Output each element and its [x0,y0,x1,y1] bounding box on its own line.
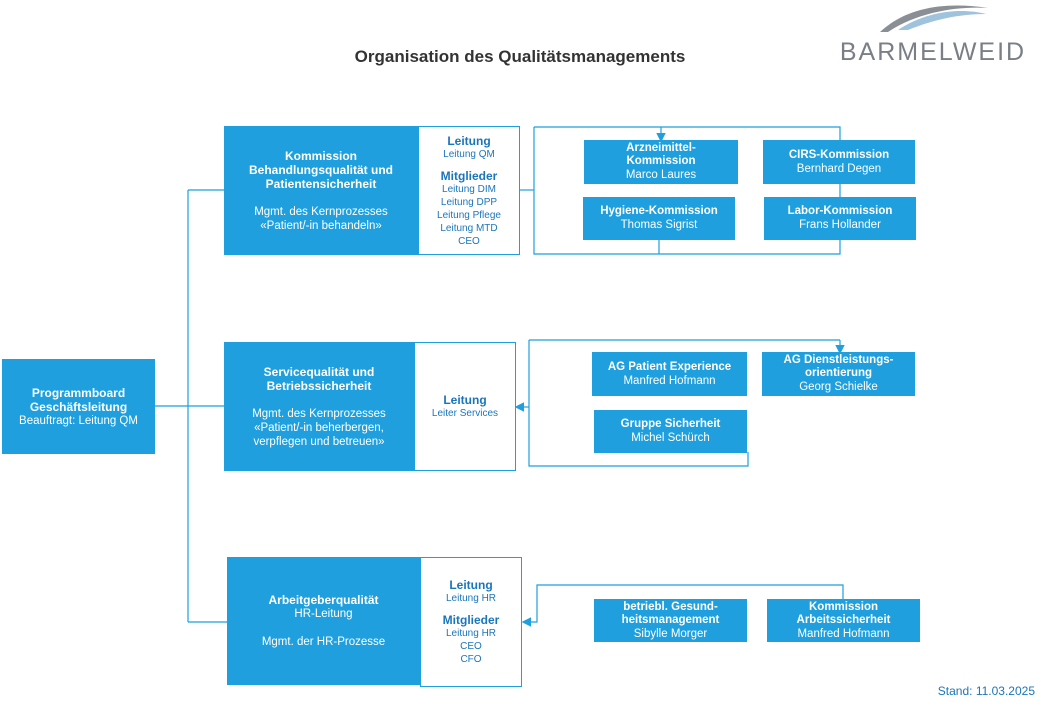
unit-person: Sibylle Morger [633,627,708,640]
kommission-leitung-heading: Leitung [447,133,491,148]
unit-title: CIRS-Kommission [788,148,890,161]
service-title-2: Betriebssicherheit [266,378,372,393]
arbeitgeber-member: Leitung HR [445,628,497,639]
unit-title: Kommission [808,600,878,613]
servicequalitaet-box: Servicequalität und Betriebssicherheit M… [224,342,414,471]
hygiene-kommission-box: Hygiene-Kommission Thomas Sigrist [583,197,735,240]
page-title: Organisation des Qualitätsmanagements [354,47,686,66]
kommission-title-2: Behandlungsqualität und [249,162,393,177]
stand-date: Stand: 11.03.2025 [937,684,1035,698]
unit-person: Thomas Sigrist [620,219,698,231]
arbeitgeber-desc: Mgmt. der HR-Prozesse [261,636,386,648]
kommission-title-1: Kommission [284,148,357,163]
unit-title: Hygiene-Kommission [600,205,718,217]
programmboard-box: Programmboard Geschäftsleitung Beauftrag… [2,359,155,454]
kommission-members-box: Leitung Leitung QM Mitglieder Leitung DI… [418,126,520,255]
arbeitgeberqualitaet-box: Arbeitgeberqualität HR-Leitung Mgmt. der… [227,557,420,685]
unit-title: orientierung [804,367,873,379]
unit-person: Bernhard Degen [796,162,882,175]
unit-person: Frans Hollander [799,219,881,231]
ag-patient-experience-box: AG Patient Experience Manfred Hofmann [592,352,747,396]
unit-title: Kommission [626,155,696,167]
unit-title: Labor-Kommission [787,205,893,217]
arbeitgeber-members-box: Leitung Leitung HR Mitglieder Leitung HR… [420,557,522,687]
arbeitgeber-mitglieder-heading: Mitglieder [442,613,500,627]
arbeitgeber-title: Arbeitgeberqualität [268,593,379,607]
board-title-2: Geschäftsleitung [29,399,128,414]
kommission-member: Leitung Pflege [437,209,501,221]
logo: BARMELWEID [839,38,1027,66]
kommission-member: Leitung MTD [440,222,498,234]
service-desc-1: Mgmt. des Kernprozesses [252,407,386,420]
unit-title: Arzneimittel- [626,142,696,154]
service-leitung-heading: Leitung [443,393,487,407]
arbeitgeber-member: CFO [460,654,482,665]
arbeitgeber-member: CEO [460,641,482,652]
unit-title: Gruppe Sicherheit [620,418,721,430]
unit-person: Manfred Hofmann [623,374,716,387]
unit-title: Arbeitssicherheit [796,613,891,626]
kommission-member: Leitung DPP [440,196,498,208]
unit-person: Georg Schielke [799,381,878,393]
service-title-1: Servicequalität und [263,364,375,379]
kommission-member: CEO [458,235,480,247]
kommission-leitung: Leitung QM [443,148,495,160]
service-leitung-box: Leitung Leiter Services [414,342,516,471]
unit-person: Marco Laures [625,169,697,181]
logo-waves-icon [880,5,988,32]
labor-kommission-box: Labor-Kommission Frans Hollander [764,197,916,240]
unit-title: betriebl. Gesund- [623,600,718,613]
arbeitgeber-leitung-heading: Leitung [449,578,493,592]
unit-title: AG Patient Experience [607,360,732,373]
board-title-1: Programmboard [31,385,126,400]
kommission-behandlungsqualitaet-box: Kommission Behandlungsqualität und Patie… [224,126,418,255]
kommission-member: Leitung DIM [442,183,496,195]
service-desc-3: verpflegen und betreuen» [253,435,385,448]
arbeitgeber-leitung: Leitung HR [445,593,497,604]
cirs-kommission-box: CIRS-Kommission Bernhard Degen [763,140,915,184]
kommission-mitglieder-heading: Mitglieder [440,168,498,183]
service-leitung: Leiter Services [431,408,499,419]
kommission-desc-1: Mgmt. des Kernprozesses [254,205,388,218]
unit-title: AG Dienstleistungs- [783,354,894,366]
arzneimittel-kommission-box: Arzneimittel- Kommission Marco Laures [584,140,738,184]
ag-dienstleistungsorientierung-box: AG Dienstleistungs- orientierung Georg S… [762,352,915,396]
service-desc-2: «Patient/-in beherbergen, [254,421,384,434]
unit-person: Michel Schürch [631,432,710,444]
arbeitgeber-sub: HR-Leitung [294,608,353,620]
gruppe-sicherheit-box: Gruppe Sicherheit Michel Schürch [594,410,747,453]
unit-title: heitsmanagement [621,613,720,626]
kommission-title-3: Patientensicherheit [265,176,377,191]
kommission-arbeitssicherheit-box: Kommission Arbeitssicherheit Manfred Hof… [767,599,920,642]
kommission-desc-2: «Patient/-in behandeln» [260,219,382,232]
board-sub: Beauftragt: Leitung QM [19,414,138,427]
unit-person: Manfred Hofmann [797,627,890,640]
bgm-box: betriebl. Gesund- heitsmanagement Sibyll… [594,599,747,642]
